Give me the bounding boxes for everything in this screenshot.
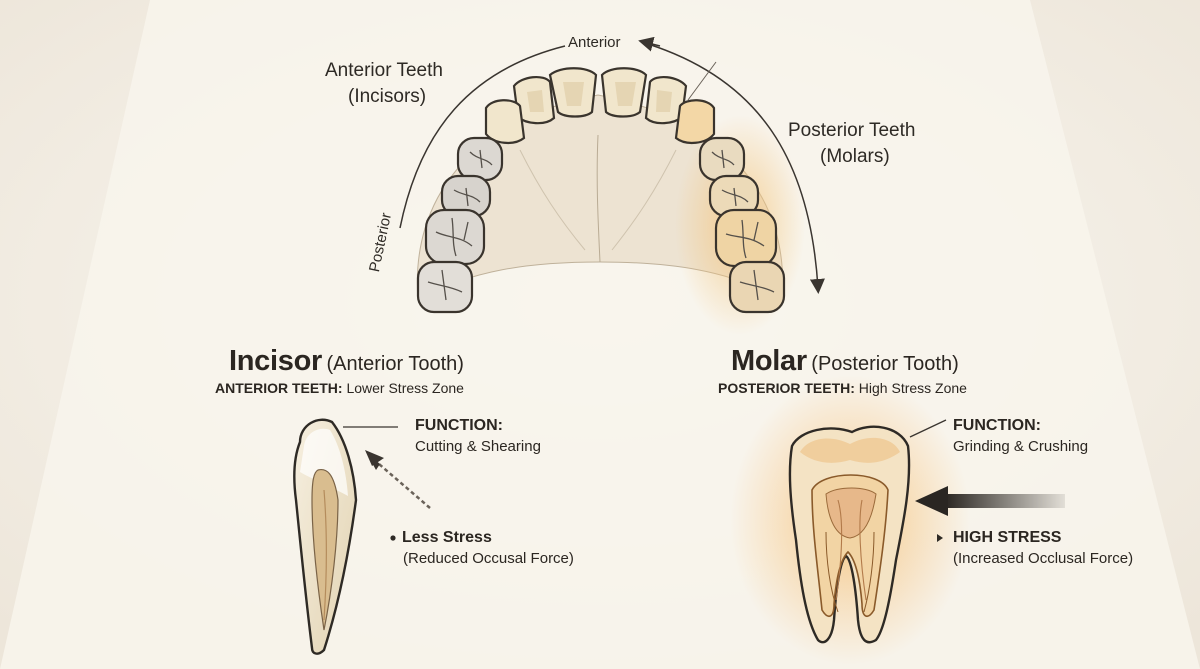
- pointer-line-anterior: [687, 61, 717, 101]
- high-stress-arrow-shaft: [945, 494, 1065, 508]
- molar-zone-text: High Stress Zone: [858, 380, 967, 396]
- molar-title-paren: (Posterior Tooth): [811, 353, 959, 375]
- incisor-stress-title: Less Stress: [402, 529, 492, 546]
- molar-stress-text: (Increased Occlusal Force): [953, 550, 1134, 567]
- tooth-molar-right-2: [728, 260, 786, 314]
- incisor-function-text: Cutting & Shearing: [415, 438, 541, 455]
- posterior-teeth-label: Posterior Teeth: [788, 120, 916, 141]
- bullet-dot-icon: [390, 535, 396, 541]
- high-stress-arrow-head: [915, 486, 948, 516]
- less-stress-arrow: [371, 457, 431, 509]
- incisor-stress-text: (Reduced Occusal Force): [403, 550, 574, 567]
- posterior-teeth-sublabel: (Molars): [820, 146, 890, 167]
- incisor-zone-prefix: ANTERIOR TEETH:: [215, 380, 343, 396]
- tooth-premolar-left-1: [456, 136, 504, 182]
- dental-arch: [416, 67, 805, 335]
- triangle-right-icon: [937, 534, 943, 542]
- anterior-teeth-label: Anterior Teeth: [325, 60, 443, 81]
- anterior-direction-label: Anterior: [568, 34, 621, 51]
- molar-function-text: Grinding & Crushing: [953, 438, 1089, 455]
- arc-anterior-left: [399, 45, 566, 229]
- molar-title: Molar: [731, 345, 807, 377]
- incisor-heading: Incisor (Anterior Tooth): [229, 345, 464, 378]
- molar-tooth: [730, 375, 970, 665]
- molar-zone-prefix: POSTERIOR TEETH:: [718, 380, 855, 396]
- incisor-tooth: [293, 418, 358, 655]
- molar-stress-title: HIGH STRESS: [953, 529, 1062, 546]
- incisor-function-title: FUNCTION:: [415, 417, 503, 434]
- incisor-zone: ANTERIOR TEETH: Lower Stress Zone: [215, 380, 464, 396]
- molar-zone: POSTERIOR TEETH: High Stress Zone: [718, 380, 967, 396]
- anterior-teeth-sublabel: (Incisors): [348, 86, 427, 107]
- incisor-title: Incisor: [229, 345, 322, 377]
- tooth-molar-left-2: [416, 260, 474, 314]
- arc-posterior-right: [647, 43, 825, 294]
- molar-function-leader: [909, 419, 947, 438]
- tooth-canine-left: [484, 99, 526, 144]
- tooth-premolar-right-1: [698, 136, 746, 182]
- incisor-zone-text: Lower Stress Zone: [346, 380, 464, 396]
- incisor-title-paren: (Anterior Tooth): [326, 353, 464, 375]
- molar-heading: Molar (Posterior Tooth): [731, 345, 959, 378]
- tooth-canine-right: [674, 99, 716, 144]
- molar-function-title: FUNCTION:: [953, 417, 1041, 434]
- tooth-molar-left-1: [424, 208, 486, 266]
